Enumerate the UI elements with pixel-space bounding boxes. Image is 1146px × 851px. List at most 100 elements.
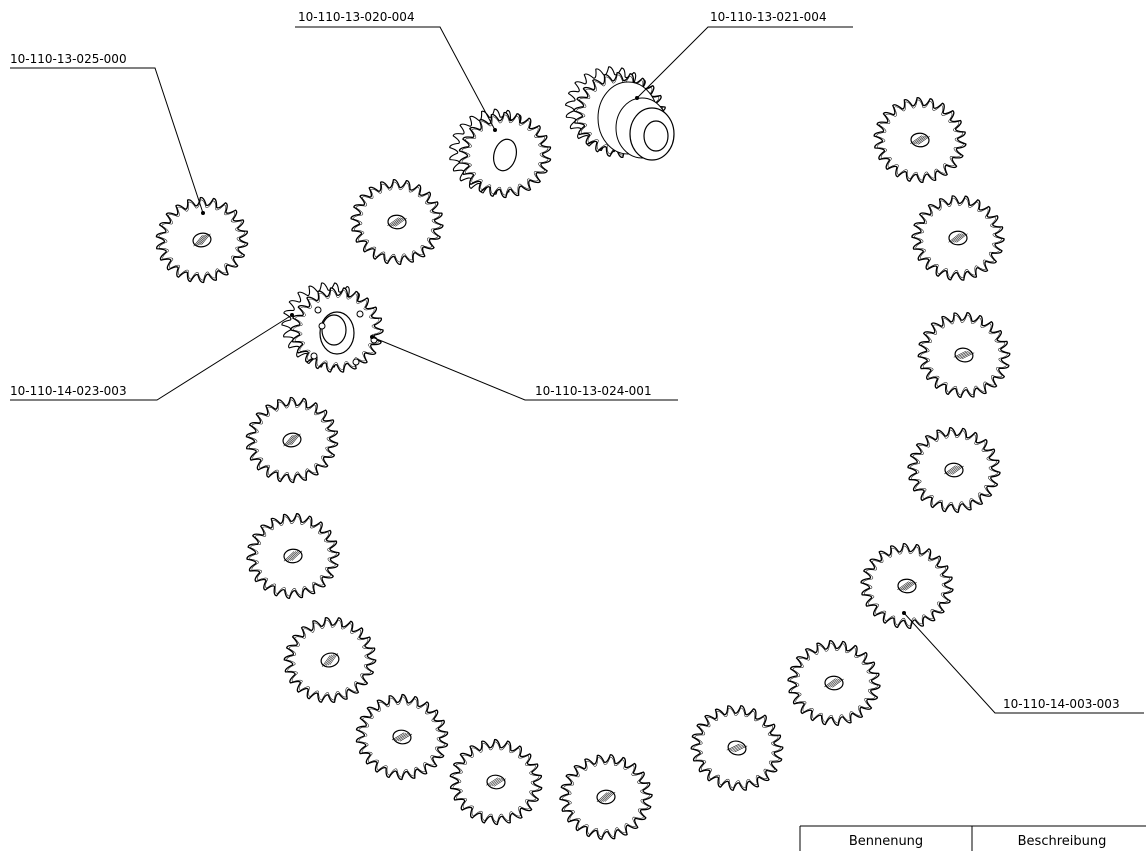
flange-hub-bore bbox=[321, 314, 347, 346]
leader-dot bbox=[902, 611, 906, 615]
thread-hatch bbox=[285, 434, 295, 446]
thread-hatch bbox=[283, 435, 293, 447]
callout-label: 10-110-14-023-003 bbox=[10, 384, 127, 398]
large-bore bbox=[492, 138, 518, 172]
thread-hatch bbox=[950, 465, 962, 475]
thread-hatch bbox=[283, 551, 295, 562]
sprocket-teeth-edge bbox=[863, 545, 951, 627]
hub-bore bbox=[643, 120, 669, 152]
sprocket bbox=[559, 754, 653, 840]
thread-hatch bbox=[285, 551, 297, 562]
thread-hatch bbox=[493, 778, 507, 787]
callout-label: 10-110-13-025-000 bbox=[10, 52, 127, 66]
table-header-beschreibung: Beschreibung bbox=[1018, 834, 1107, 849]
thread-hatch bbox=[944, 465, 956, 475]
thread-hatch bbox=[323, 654, 333, 667]
leader-dot bbox=[635, 96, 639, 100]
sprocket-teeth-edge bbox=[920, 314, 1008, 396]
sprocket bbox=[911, 195, 1005, 281]
thread-hatch bbox=[950, 233, 962, 243]
callout-label: 10-110-13-024-001 bbox=[535, 384, 652, 398]
thread-hatch bbox=[195, 234, 205, 246]
thread-hatch bbox=[489, 777, 503, 787]
leader-dot bbox=[370, 335, 374, 339]
bolt-hole bbox=[310, 352, 318, 360]
sprocket-teeth-edge bbox=[461, 114, 549, 196]
thread-hatch bbox=[391, 732, 405, 741]
thread-hatch bbox=[291, 433, 301, 445]
callout-label: 10-110-13-021-004 bbox=[710, 10, 827, 24]
callout-label: 10-110-14-003-003 bbox=[1003, 697, 1120, 711]
sprocket bbox=[449, 738, 543, 826]
thread-hatch bbox=[487, 777, 501, 786]
thread-hatch bbox=[826, 678, 838, 688]
thread-hatch bbox=[600, 792, 612, 802]
thread-hatch bbox=[961, 352, 975, 360]
thread-hatch bbox=[957, 351, 971, 359]
hub-sleeve bbox=[597, 81, 675, 161]
leader-line-021-004 bbox=[636, 26, 853, 99]
thread-hatch bbox=[955, 351, 969, 358]
sprocket-teeth-edge bbox=[562, 756, 650, 838]
sprocket bbox=[873, 96, 967, 184]
thread-hatch bbox=[289, 434, 299, 446]
thread-hatch bbox=[734, 745, 748, 753]
sprocket-teeth-edge bbox=[876, 99, 964, 181]
thread-hatch bbox=[959, 352, 973, 359]
thread-hatch bbox=[393, 217, 405, 227]
thread-hatch bbox=[321, 655, 331, 667]
thread-hatch bbox=[491, 778, 505, 787]
thread-hatch bbox=[899, 581, 911, 591]
sprocket-teeth-edge bbox=[353, 181, 441, 263]
sprocket bbox=[155, 196, 249, 284]
thread-hatch bbox=[325, 654, 335, 666]
bolt-hole bbox=[318, 322, 326, 330]
thread-hatch bbox=[948, 233, 960, 243]
thread-hatch bbox=[946, 465, 958, 475]
thread-hatch bbox=[912, 135, 924, 145]
thread-hatch bbox=[901, 581, 913, 591]
thread-hatch bbox=[393, 732, 407, 741]
leader-dot bbox=[493, 128, 497, 132]
thread-hatch bbox=[289, 550, 301, 561]
sprocket-teeth-edge bbox=[249, 515, 337, 597]
bolt-hole bbox=[314, 306, 322, 314]
thread-hatch bbox=[914, 135, 926, 145]
leader-line-020-004 bbox=[295, 26, 496, 131]
thread-hatch bbox=[830, 678, 842, 688]
leader-line-025-000 bbox=[10, 67, 204, 214]
thread-hatch bbox=[287, 550, 299, 562]
thread-hatch bbox=[905, 581, 917, 591]
thread-hatch bbox=[732, 745, 746, 752]
thread-hatch bbox=[916, 135, 928, 145]
sprocket-teeth-edge bbox=[293, 289, 381, 371]
thread-hatch bbox=[910, 135, 922, 144]
leader-dots bbox=[201, 96, 906, 615]
thread-hatch bbox=[953, 350, 967, 358]
sprocket-group bbox=[155, 96, 1011, 840]
thread-hatch bbox=[948, 465, 960, 475]
thread-hatch bbox=[201, 233, 211, 245]
thread-hatch bbox=[197, 234, 207, 246]
thread-hatch bbox=[391, 217, 403, 227]
sprocket bbox=[283, 617, 377, 703]
leader-dot bbox=[201, 211, 205, 215]
thread-hatch bbox=[387, 217, 399, 227]
thread-hatch bbox=[730, 744, 744, 752]
sprocket-teeth-edge bbox=[248, 399, 336, 481]
bolt-hole bbox=[352, 358, 360, 366]
thread-hatch bbox=[287, 434, 297, 446]
sprocket bbox=[355, 693, 449, 781]
leader-line-003-003 bbox=[903, 612, 1144, 714]
special-parts-group bbox=[281, 66, 675, 373]
title-block-table: Bennenung Beschreibung bbox=[799, 825, 1146, 851]
sprocket bbox=[281, 282, 384, 373]
thread-hatch bbox=[193, 235, 203, 247]
thread-hatch bbox=[824, 678, 836, 688]
thread-hatch bbox=[397, 733, 411, 742]
thread-hatch bbox=[952, 233, 964, 243]
sprocket bbox=[690, 705, 784, 791]
thread-hatch bbox=[199, 234, 209, 246]
sprocket bbox=[907, 427, 1001, 513]
sprocket-teeth-edge bbox=[910, 429, 998, 511]
